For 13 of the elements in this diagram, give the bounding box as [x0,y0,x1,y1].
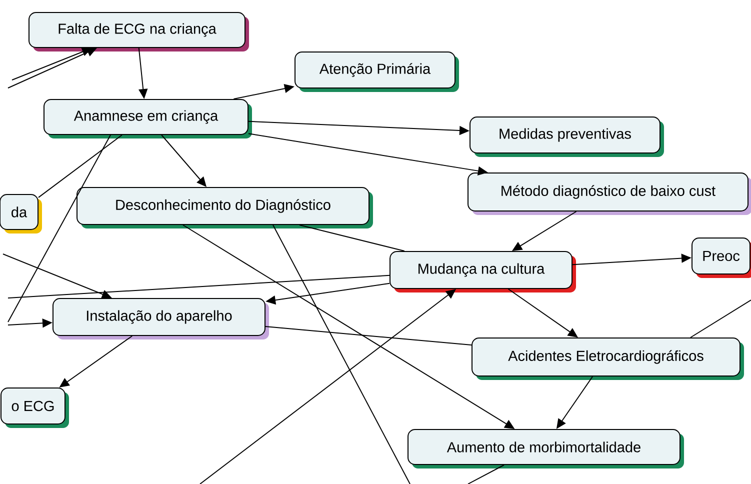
concept-box: Método diagnóstico de baixo cust [468,172,751,215]
concept-box: Desconhecimento do Diagnóstico [76,187,373,228]
concept-box: o ECG [0,388,69,428]
concept-box: Instalação do aparelho [52,298,269,340]
concept-box: Mudança na cultura [390,251,576,292]
concept-box: Anamnese em criança [44,99,252,138]
concept-box: Aumento de morbimortalidade [408,429,684,468]
concept-box: Acidentes Eletrocardiográficos [472,338,744,380]
concept-box: da [0,194,42,234]
concept-box: Preoc [692,238,751,278]
concept-box: Atenção Primária [294,52,459,92]
concept-box: Medidas preventivas [470,116,664,157]
concept-box: Falta de ECG na criança [28,12,249,52]
